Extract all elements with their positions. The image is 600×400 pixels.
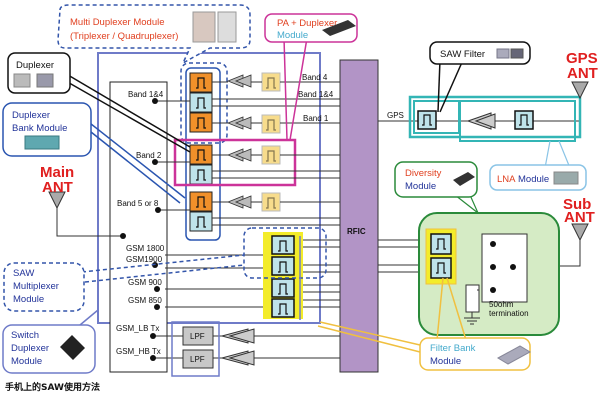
svg-text:Band 2: Band 2 <box>136 151 162 160</box>
pa-prefilters <box>261 72 281 212</box>
callout-saw-multiplexer: SAW Multiplexer Module <box>3 254 245 312</box>
svg-text:SAW Filter: SAW Filter <box>440 49 485 60</box>
callout-filter-bank: Filter Bank Module <box>317 277 532 371</box>
sub-antenna: Sub ANT <box>563 196 595 242</box>
svg-text:GSM_LB Tx: GSM_LB Tx <box>116 324 159 333</box>
gps-line-label: GPS <box>387 111 404 120</box>
band4-label: Band 4 <box>302 73 328 82</box>
svg-text:Diversity: Diversity <box>405 168 442 179</box>
callout-pa-duplexer: PA + Duplexer Module <box>264 13 358 141</box>
gps-antenna: GPS ANT <box>566 50 598 100</box>
svg-text:Module: Module <box>277 30 308 41</box>
svg-text:ANT: ANT <box>42 179 73 196</box>
callout-lna-module: LNA Module <box>489 140 587 191</box>
svg-text:ANT: ANT <box>567 65 598 82</box>
svg-text:GSM 1800: GSM 1800 <box>126 244 165 253</box>
switch-port-labels: Band 1&4 Band 2 Band 5 or 8 GSM 1800 GSM… <box>116 90 165 356</box>
gsm-saw-filters <box>271 235 295 318</box>
callout-multi-duplexer: Multi Duplexer Module (Triplexer / Quadr… <box>57 4 251 65</box>
svg-text:Multiplexer: Multiplexer <box>13 281 59 292</box>
svg-text:Module: Module <box>11 356 42 367</box>
svg-text:Bank Module: Bank Module <box>12 123 67 134</box>
diversity-switch <box>481 233 528 303</box>
svg-text:Filter Bank: Filter Bank <box>430 343 476 354</box>
svg-text:GPS: GPS <box>566 50 598 67</box>
lna-module-outline <box>408 95 582 139</box>
svg-text:Duplexer: Duplexer <box>12 110 50 121</box>
svg-text:Module: Module <box>405 181 436 192</box>
svg-text:PA + Duplexer: PA + Duplexer <box>277 18 337 29</box>
rfic-label: RFIC <box>347 227 366 236</box>
svg-text:GSM1900: GSM1900 <box>126 255 163 264</box>
rfic-block <box>339 59 379 373</box>
svg-text:Band 1&4: Band 1&4 <box>128 90 164 99</box>
svg-text:LNA: LNA <box>497 174 516 185</box>
band1-label: Band 1 <box>303 114 329 123</box>
callout-duplexer-bank: Duplexer Bank Module <box>2 102 186 204</box>
svg-text:Main: Main <box>40 164 74 181</box>
callout-switch-duplexer: Switch Duplexer Module <box>2 309 99 374</box>
svg-text:LPF: LPF <box>190 355 205 364</box>
callout-saw-filter: SAW Filter <box>429 41 531 113</box>
svg-text:Module: Module <box>518 174 549 185</box>
svg-text:Sub: Sub <box>563 196 591 213</box>
switch-contacts <box>120 98 161 361</box>
termination-label: 50ohm <box>489 300 514 309</box>
duplexer-filters <box>189 72 213 232</box>
switch-module-outline <box>97 52 321 324</box>
main-antenna: Main ANT <box>40 164 74 210</box>
callout-diversity: Diversity Module <box>394 161 479 214</box>
svg-text:GSM 850: GSM 850 <box>128 296 162 305</box>
svg-text:Band 5 or 8: Band 5 or 8 <box>117 199 159 208</box>
svg-text:Switch: Switch <box>11 330 39 341</box>
svg-text:Duplexer: Duplexer <box>11 343 49 354</box>
antenna-switch <box>109 81 168 373</box>
svg-text:SAW: SAW <box>13 268 34 279</box>
svg-text:Module: Module <box>13 294 44 305</box>
saw-multiplexer-outline <box>243 227 327 279</box>
multi-duplexer-outline <box>180 62 228 144</box>
tx-chain <box>226 74 252 209</box>
svg-text:GSM_HB Tx: GSM_HB Tx <box>116 347 161 356</box>
band14-label: Band 1&4 <box>298 90 334 99</box>
svg-text:LPF: LPF <box>190 332 205 341</box>
duplexer-bank-outline <box>185 67 221 241</box>
svg-text:Multi Duplexer Module: Multi Duplexer Module <box>70 17 165 28</box>
svg-text:GSM 900: GSM 900 <box>128 278 162 287</box>
callout-duplexer: Duplexer <box>7 52 191 153</box>
gsm-tx-chain: LPF LPF <box>182 326 255 369</box>
svg-text:Duplexer: Duplexer <box>16 60 54 71</box>
svg-text:(Triplexer / Quadruplexer): (Triplexer / Quadruplexer) <box>70 31 178 42</box>
caption: 手机上的SAW使用方法 <box>5 383 100 393</box>
svg-text:termination: termination <box>489 309 529 318</box>
svg-text:ANT: ANT <box>564 209 595 226</box>
svg-text:Module: Module <box>430 356 461 367</box>
